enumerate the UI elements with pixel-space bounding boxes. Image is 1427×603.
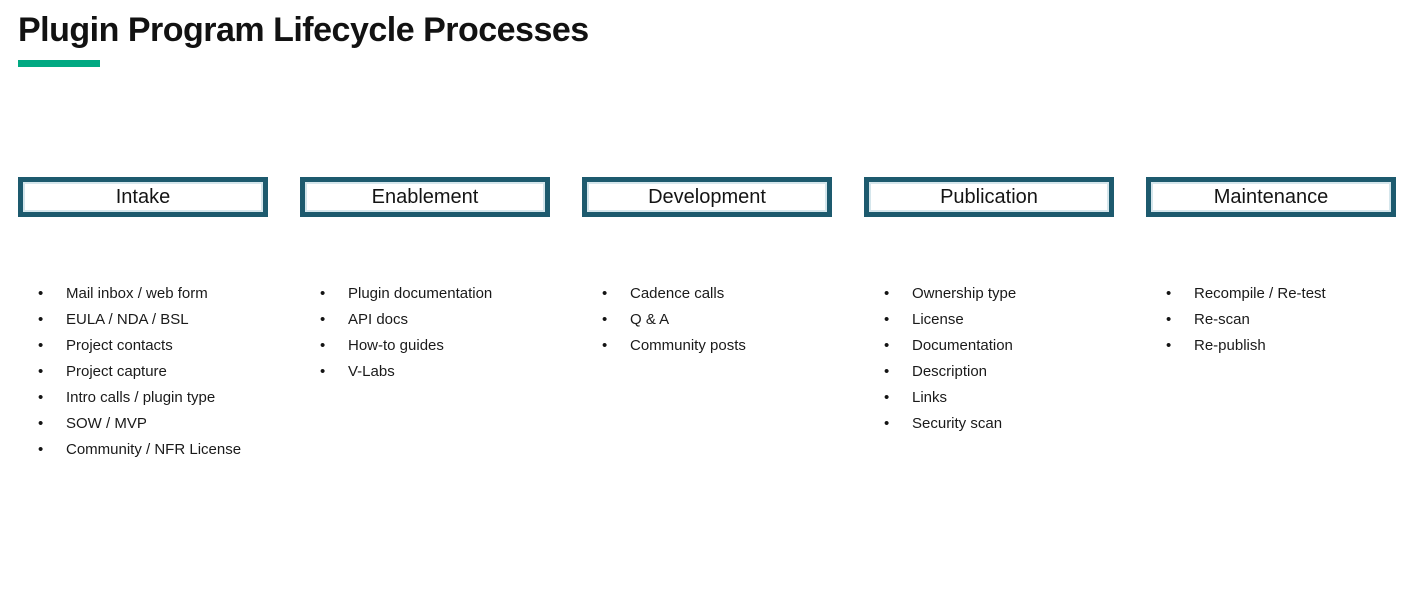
list-item: Plugin documentation <box>300 281 550 307</box>
stage-column-maintenance: Maintenance Recompile / Re-test Re-scan … <box>1146 177 1396 463</box>
list-item-label: How-to guides <box>348 337 444 354</box>
stage-list-intake: Mail inbox / web form EULA / NDA / BSL P… <box>18 281 268 463</box>
stage-header-development: Development <box>582 177 832 217</box>
list-item-label: Project contacts <box>66 337 173 354</box>
lifecycle-stages: Intake Mail inbox / web form EULA / NDA … <box>18 177 1396 463</box>
stage-header-maintenance: Maintenance <box>1146 177 1396 217</box>
list-item-label: Project capture <box>66 363 167 380</box>
stage-column-publication: Publication Ownership type License Docum… <box>864 177 1114 463</box>
page-title: Plugin Program Lifecycle Processes <box>18 11 589 49</box>
list-item-label: SOW / MVP <box>66 415 147 432</box>
list-item: Intro calls / plugin type <box>18 385 268 411</box>
title-accent-bar <box>18 60 100 67</box>
list-item-label: EULA / NDA / BSL <box>66 311 189 328</box>
list-item-label: Intro calls / plugin type <box>66 389 216 406</box>
stage-header-publication: Publication <box>864 177 1114 217</box>
list-item-label: V-Labs <box>348 363 395 380</box>
list-item: Mail inbox / web form <box>18 281 268 307</box>
list-item: License <box>864 307 1114 333</box>
list-item: Description <box>864 359 1114 385</box>
list-item: Project capture <box>18 359 268 385</box>
list-item: SOW / MVP <box>18 411 268 437</box>
list-item: Re-scan <box>1146 307 1396 333</box>
stage-list-enablement: Plugin documentation API docs How-to gui… <box>300 281 550 385</box>
stage-list-maintenance: Recompile / Re-test Re-scan Re-publish <box>1146 281 1396 359</box>
list-item-label: Community / NFR License <box>66 441 242 458</box>
stage-column-development: Development Cadence calls Q & A Communit… <box>582 177 832 463</box>
stage-column-intake: Intake Mail inbox / web form EULA / NDA … <box>18 177 268 463</box>
list-item: Recompile / Re-test <box>1146 281 1396 307</box>
stage-header-enablement: Enablement <box>300 177 550 217</box>
list-item: Links <box>864 385 1114 411</box>
list-item-label: Cadence calls <box>630 285 725 302</box>
list-item-label: Documentation <box>912 337 1013 354</box>
list-item: How-to guides <box>300 333 550 359</box>
list-item: API docs <box>300 307 550 333</box>
list-item-label: Q & A <box>630 311 670 328</box>
stage-list-publication: Ownership type License Documentation Des… <box>864 281 1114 437</box>
list-item: Community / NFR License <box>18 437 268 463</box>
list-item: V-Labs <box>300 359 550 385</box>
list-item-label: Description <box>912 363 988 380</box>
list-item-label: Community posts <box>630 337 746 354</box>
list-item-label: License <box>912 311 964 328</box>
list-item: Security scan <box>864 411 1114 437</box>
list-item: Q & A <box>582 307 832 333</box>
stage-list-development: Cadence calls Q & A Community posts <box>582 281 832 359</box>
list-item: EULA / NDA / BSL <box>18 307 268 333</box>
list-item-label: Recompile / Re-test <box>1194 285 1326 302</box>
stage-column-enablement: Enablement Plugin documentation API docs… <box>300 177 550 463</box>
list-item: Cadence calls <box>582 281 832 307</box>
list-item-label: Re-scan <box>1194 311 1250 328</box>
list-item-label: Links <box>912 389 948 406</box>
list-item-label: API docs <box>348 311 409 328</box>
list-item-label: Plugin documentation <box>348 285 493 302</box>
list-item: Ownership type <box>864 281 1114 307</box>
list-item-label: Re-publish <box>1194 337 1266 354</box>
list-item-label: Mail inbox / web form <box>66 285 208 302</box>
list-item: Project contacts <box>18 333 268 359</box>
list-item: Community posts <box>582 333 832 359</box>
list-item-label: Security scan <box>912 415 1003 432</box>
list-item: Documentation <box>864 333 1114 359</box>
stage-header-intake: Intake <box>18 177 268 217</box>
list-item: Re-publish <box>1146 333 1396 359</box>
list-item-label: Ownership type <box>912 285 1017 302</box>
